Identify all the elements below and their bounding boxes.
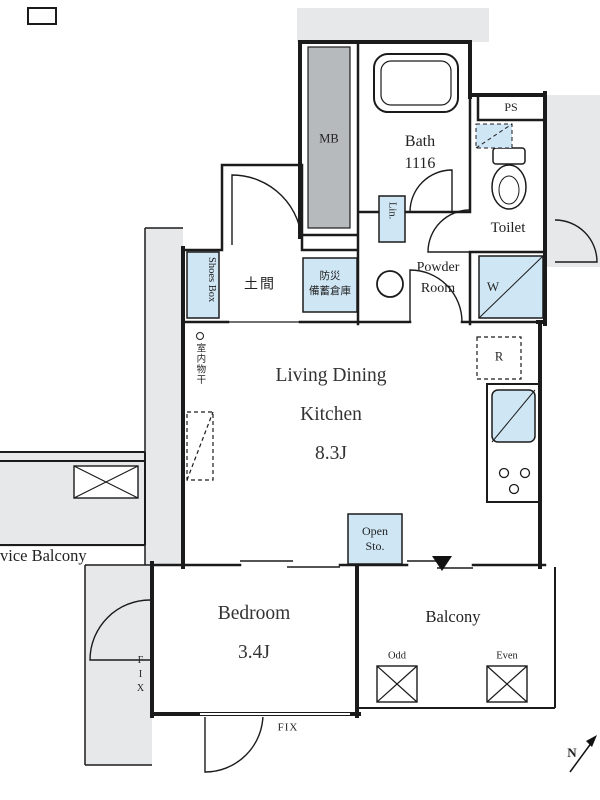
open-storage-box xyxy=(347,513,403,565)
washer-label: W xyxy=(486,279,500,295)
pole-odd-label: Odd xyxy=(387,650,407,662)
corridor-door xyxy=(554,219,598,263)
fix-window-bottom-label: FIX xyxy=(277,721,299,734)
shoes-box-label: Shoes Box xyxy=(206,257,217,303)
meter-box xyxy=(307,46,351,229)
stove-burners xyxy=(498,467,531,495)
linen-label: Lin. xyxy=(386,202,398,220)
toilet-bowl xyxy=(491,147,527,210)
north-arrow-icon xyxy=(569,735,597,773)
drying-hook-icon xyxy=(196,332,204,340)
disaster-storage-box xyxy=(302,257,358,313)
indoor-drying-label: 室内物干 xyxy=(194,343,205,385)
indoor-drying-space xyxy=(186,411,214,481)
bathtub xyxy=(373,53,459,113)
balcony-rails xyxy=(0,451,556,709)
bath-label: Bath 1116 xyxy=(405,131,436,176)
bedroom-label: Bedroom 3.4J xyxy=(217,603,291,663)
ldk-label: Living Dining Kitchen 8.3J xyxy=(275,365,387,464)
diagonal-marks xyxy=(478,255,544,443)
toilet-shelf xyxy=(475,123,513,149)
sliding-doors xyxy=(240,560,473,569)
fix-window-left-label: FIX xyxy=(135,655,146,697)
open-storage-label: Open Sto. xyxy=(362,524,388,553)
door-arcs xyxy=(89,169,598,773)
walls-interior xyxy=(150,40,547,567)
pole-even-label: Even xyxy=(496,650,518,662)
front-door xyxy=(231,174,303,246)
dashed-fixtures xyxy=(186,336,522,481)
site-lines xyxy=(84,227,183,766)
x-marks xyxy=(73,465,528,703)
refrigerator-label: R xyxy=(494,349,504,364)
pipe-space-label: PS xyxy=(504,99,518,114)
entrance-direction-marker xyxy=(432,556,452,571)
balcony-label: Balcony xyxy=(425,607,481,627)
doma-label: 土間 xyxy=(244,277,276,293)
bath-name: Bath xyxy=(404,133,436,150)
legend-box xyxy=(27,7,57,25)
bath-door xyxy=(409,169,453,213)
north-label: N xyxy=(567,745,577,761)
fix-window-bottom xyxy=(200,711,350,717)
meter-box-label: MB xyxy=(319,131,339,146)
service-balcony-label: vice Balcony xyxy=(0,546,87,565)
side-door xyxy=(89,599,151,661)
toilet-door xyxy=(427,209,471,253)
powder-room-label: Powder Room xyxy=(416,260,460,296)
linen-box xyxy=(378,195,406,243)
toilet-label: Toilet xyxy=(490,220,526,236)
refrigerator-space xyxy=(476,336,522,380)
shoes-box xyxy=(186,251,220,319)
lower-door xyxy=(204,713,264,773)
bath-size: 1116 xyxy=(404,155,436,173)
powder-door xyxy=(409,269,463,323)
disaster-storage-label: 防災 備蓄倉庫 xyxy=(309,271,351,297)
powder-sink xyxy=(376,270,404,298)
